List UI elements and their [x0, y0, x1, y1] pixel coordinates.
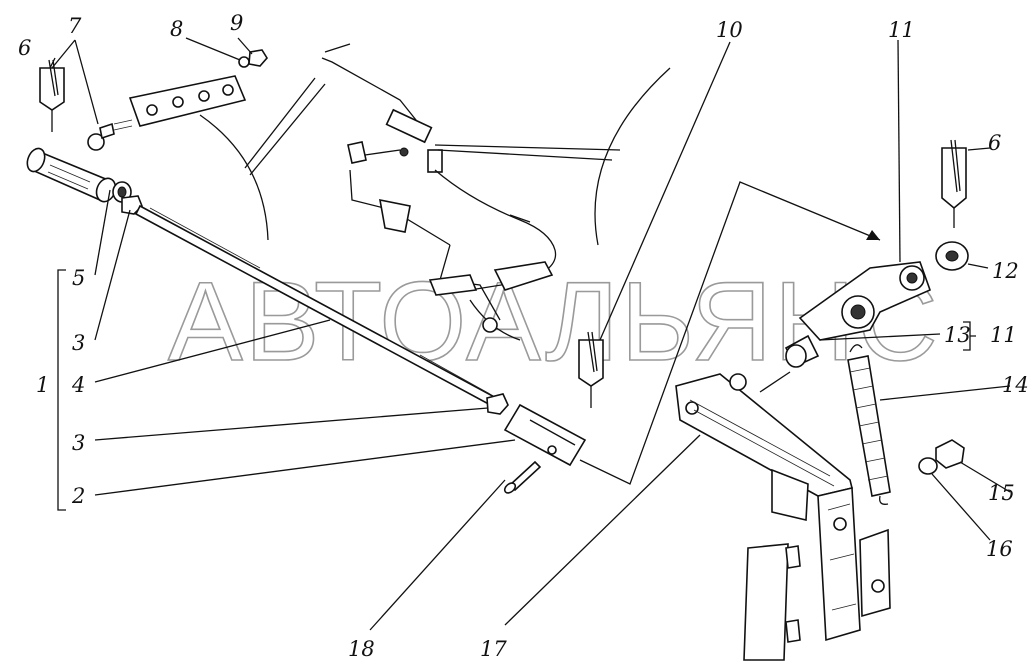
leader-10	[599, 41, 731, 341]
pointer-line	[244, 77, 316, 169]
ball-bolt	[87, 119, 133, 151]
cotter-pin-left	[39, 59, 65, 132]
pointer-line	[434, 144, 621, 151]
callout-10: 10	[716, 18, 743, 42]
callout-17: 17	[480, 637, 507, 661]
leader-18	[369, 479, 506, 631]
leader-8	[185, 37, 241, 61]
leader-4	[94, 319, 331, 383]
pedal-linkage-assembly	[321, 43, 557, 341]
leader-3b	[94, 407, 489, 441]
leader-13	[819, 333, 941, 341]
pointer-line	[437, 149, 613, 161]
leader-14	[879, 385, 1011, 401]
pointer-line	[579, 181, 881, 485]
pointer-line	[249, 83, 326, 176]
callout-3-top: 3	[72, 331, 85, 355]
leader-5	[94, 189, 111, 276]
callout-8: 8	[170, 17, 183, 41]
washer	[935, 241, 969, 271]
assembly-bracket-left-arc	[199, 114, 269, 241]
callout-11: 11	[888, 18, 915, 42]
leader-7	[51, 39, 99, 125]
handle-grip	[26, 147, 132, 203]
group-bracket-right	[963, 321, 976, 351]
return-spring	[847, 344, 891, 505]
leader-3a	[94, 209, 131, 341]
callout-1: 1	[36, 373, 49, 397]
arrow-head	[866, 230, 880, 240]
fork-clevis	[503, 403, 587, 467]
cotter-pin-right	[941, 139, 967, 228]
callout-13: 13	[944, 323, 971, 347]
bushing	[784, 334, 820, 368]
leader-12	[967, 263, 989, 269]
leader-11	[897, 39, 901, 263]
callout-6-right: 6	[988, 131, 1001, 155]
leader-16	[931, 473, 991, 541]
lever	[798, 261, 932, 341]
leader-6a	[49, 57, 56, 69]
spring-washer	[918, 457, 938, 475]
mounting-bracket	[675, 373, 891, 642]
spring-wire	[759, 371, 791, 393]
callout-18: 18	[348, 637, 375, 661]
leader-9	[237, 37, 253, 55]
callout-4: 4	[71, 373, 85, 397]
assembly-bracket-right-arc	[594, 67, 671, 246]
callout-7: 7	[68, 14, 82, 38]
callout-2: 2	[71, 484, 85, 508]
leader-17	[504, 434, 701, 626]
callout-15: 15	[988, 481, 1015, 505]
callout-6: 6	[18, 36, 31, 60]
callout-14: 14	[1002, 373, 1029, 397]
nut-bottom	[486, 393, 509, 415]
callout-5: 5	[72, 266, 85, 290]
leader-2	[94, 439, 516, 496]
clevis-pin	[503, 460, 542, 494]
cotter-pin-middle	[578, 331, 604, 408]
callout-3-bottom: 3	[72, 431, 85, 455]
leader-15	[959, 461, 1011, 493]
callout-9: 9	[230, 11, 243, 35]
nut	[935, 439, 965, 469]
group-bracket	[57, 269, 66, 511]
callout-16: 16	[986, 537, 1013, 561]
callout-11-group: 11	[990, 323, 1017, 347]
stud-plate	[743, 543, 801, 661]
leader-6b	[967, 147, 991, 151]
washer-top	[238, 56, 250, 68]
nut-top-small	[248, 49, 268, 67]
link-plate	[128, 75, 247, 127]
callout-12: 12	[992, 259, 1019, 283]
